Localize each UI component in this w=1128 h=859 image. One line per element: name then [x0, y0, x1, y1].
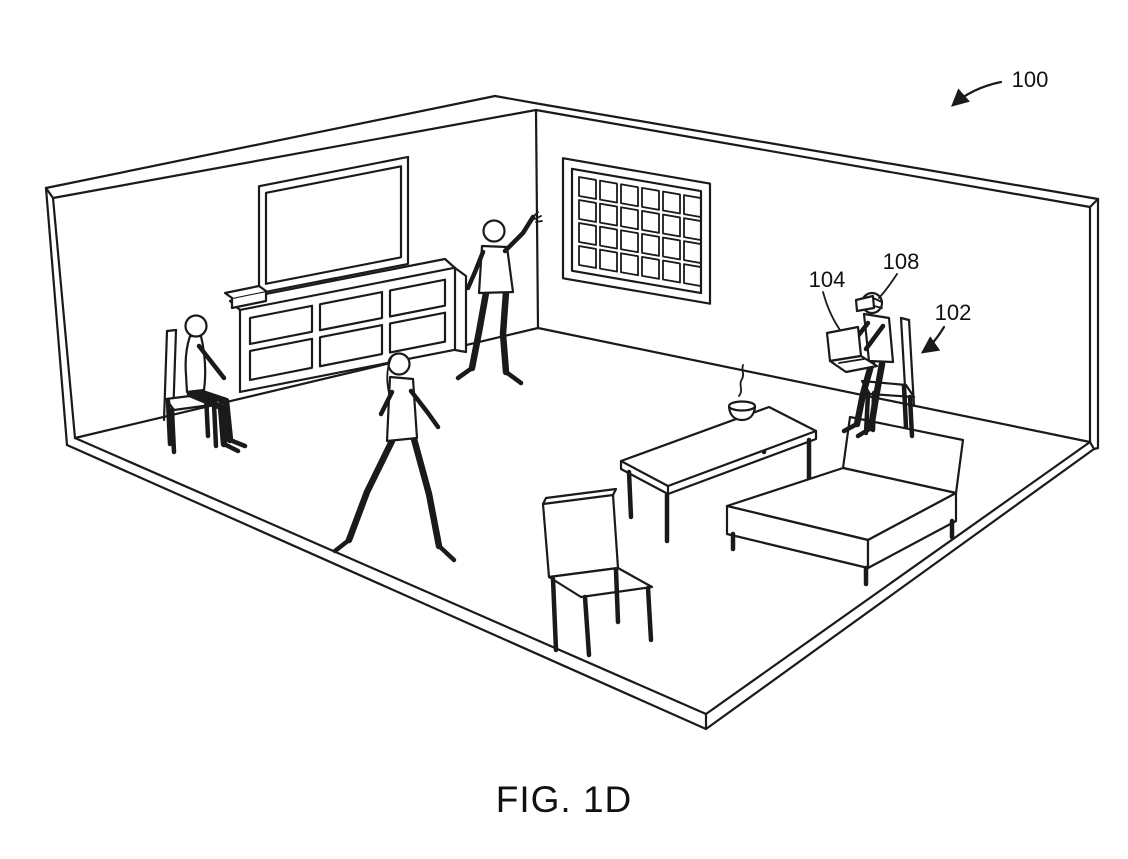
ref-arrow-scene	[951, 80, 1003, 107]
media-shelf	[223, 257, 468, 394]
steam	[738, 364, 745, 397]
tv	[257, 155, 410, 297]
seated-person-left	[184, 314, 248, 454]
foreground-chair	[541, 487, 654, 658]
bowl	[727, 400, 757, 422]
walking-person	[332, 352, 457, 563]
ref-label-104: 104	[809, 267, 846, 331]
media-player-box	[223, 284, 268, 310]
hair	[386, 355, 393, 398]
ref-number-headset: 108	[883, 249, 920, 274]
chair-right	[860, 316, 916, 439]
head	[184, 314, 208, 338]
seated-person-right	[841, 291, 895, 439]
hmd-headset-icon	[854, 294, 883, 313]
window	[561, 157, 712, 305]
laptop	[825, 325, 879, 374]
ref-label-108: 108	[878, 249, 920, 299]
ref-leader-laptop	[822, 291, 841, 331]
ref-arrow-chair	[920, 325, 946, 354]
ref-label-102: 102	[920, 300, 972, 354]
ref-number-laptop: 104	[809, 267, 846, 292]
ref-label-100: 100	[951, 67, 1049, 107]
coffee-table	[619, 405, 818, 544]
ref-leader-headset	[878, 273, 898, 299]
raised-hand	[532, 211, 543, 223]
ref-number-chair: 102	[935, 300, 972, 325]
couch	[725, 415, 965, 587]
head	[482, 219, 506, 243]
standing-person	[455, 211, 543, 386]
ref-number-scene: 100	[1012, 67, 1049, 92]
window-panes	[578, 176, 702, 287]
figure-caption: FIG. 1D	[496, 779, 633, 820]
